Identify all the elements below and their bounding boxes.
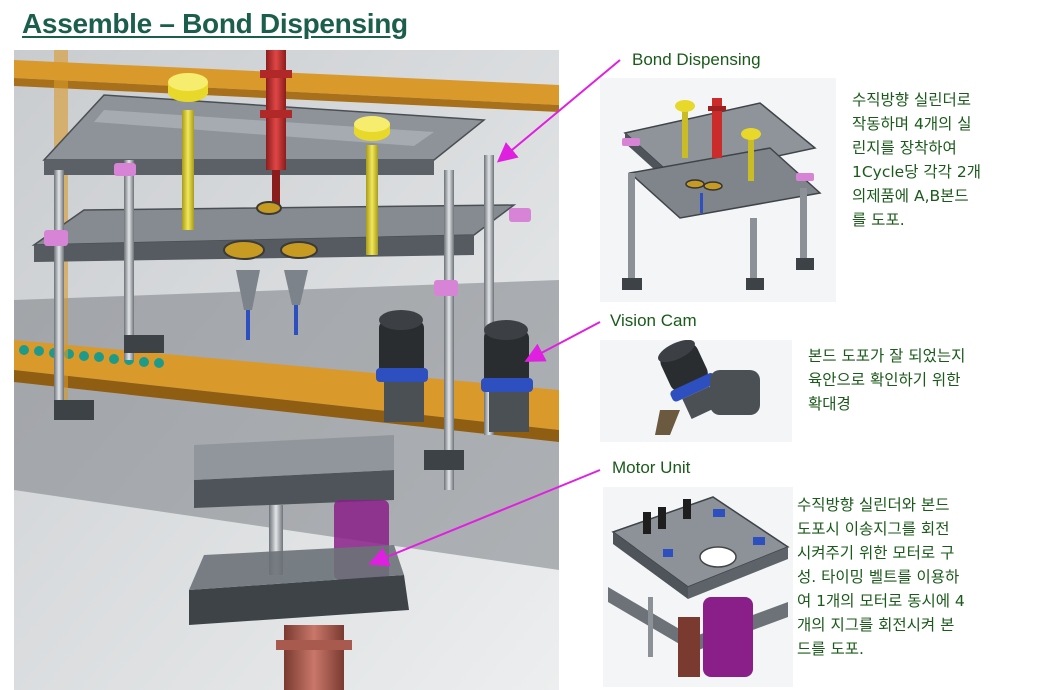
main-assembly-render [14, 50, 559, 690]
motor-unit-description: 수직방향 실린더와 본드 도포시 이송지그를 회전 시켜주기 위한 모터로 구 … [797, 496, 965, 658]
motor-unit-render [603, 487, 793, 687]
vision-cam-render [600, 340, 792, 442]
page-title: Assemble – Bond Dispensing [22, 8, 408, 39]
bond-dispensing-render [600, 78, 836, 302]
vision-cam-description: 본드 도포가 잘 되었는지 육안으로 확인하기 위한 확대경 [808, 347, 966, 413]
vision-cam-label: Vision Cam [610, 311, 697, 330]
motor-unit-label: Motor Unit [612, 458, 691, 477]
bond-dispensing-description: 수직방향 실린더로 작동하며 4개의 실 린지를 장착하여 1Cycle당 각각… [852, 91, 981, 229]
bond-dispensing-label: Bond Dispensing [632, 50, 761, 69]
